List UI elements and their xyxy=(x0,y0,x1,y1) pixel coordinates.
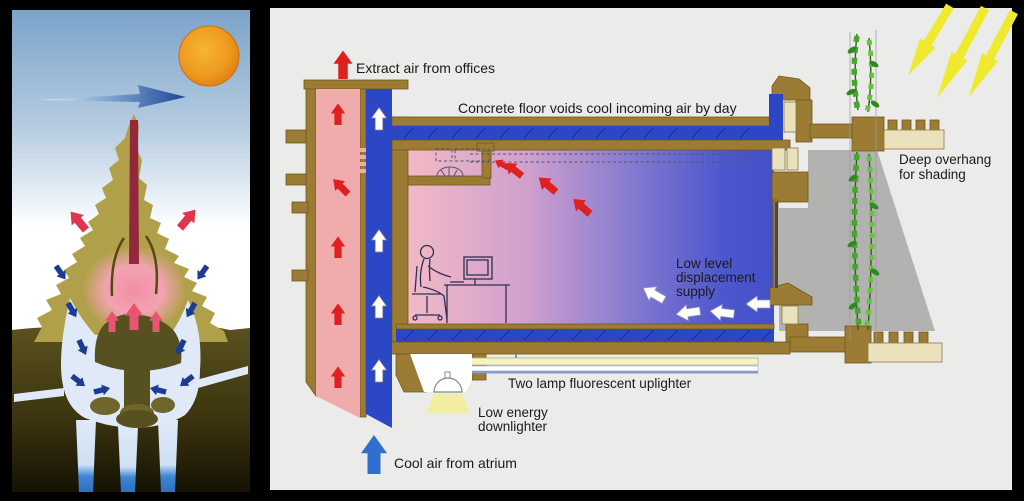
wind-arrow-icon xyxy=(38,85,186,108)
downlighter-fixture xyxy=(410,354,472,413)
displacement-label-3: supply xyxy=(676,284,715,299)
extract-duct-route xyxy=(435,148,747,170)
downlight-beam xyxy=(426,394,470,413)
bottom-floor-void xyxy=(396,329,774,342)
cool-air-label: Cool air from atrium xyxy=(394,455,517,471)
uplighter-label: Two lamp fluorescent uplighter xyxy=(508,376,692,391)
overhang-shadow xyxy=(779,150,935,331)
downlighter-label-1: Low energy xyxy=(478,405,548,420)
displacement-label-1: Low level xyxy=(676,256,732,271)
mound-core xyxy=(90,313,182,428)
mound-side-channels xyxy=(110,235,159,297)
office-worker-at-desk xyxy=(412,244,510,323)
window-glazing xyxy=(775,202,778,288)
deep-overhang-label-2: for shading xyxy=(899,167,966,182)
downlighter-label-2: downlighter xyxy=(478,419,548,434)
fan-unit-icon xyxy=(436,166,464,177)
displacement-label-2: displacement xyxy=(676,270,756,285)
building-section-panel: Extract air from offices Concrete floor … xyxy=(270,1,1022,490)
shaft-cap xyxy=(303,79,409,90)
deep-overhang-label-1: Deep overhang xyxy=(899,152,991,167)
concrete-voids-label: Concrete floor voids cool incoming air b… xyxy=(458,100,737,116)
extract-air-label: Extract air from offices xyxy=(356,60,495,76)
termite-mound-panel xyxy=(12,10,250,492)
overhang-brise-soleil xyxy=(771,101,945,363)
intake-channel xyxy=(769,94,783,140)
climbing-plant xyxy=(846,30,880,342)
void-hatching xyxy=(403,127,772,341)
sun-icon xyxy=(178,25,240,87)
warm-core-glow xyxy=(82,246,186,334)
mound-chimney xyxy=(129,120,139,264)
supply-air-shaft xyxy=(366,89,392,428)
diagram-labels: Extract air from offices Concrete floor … xyxy=(356,60,991,471)
